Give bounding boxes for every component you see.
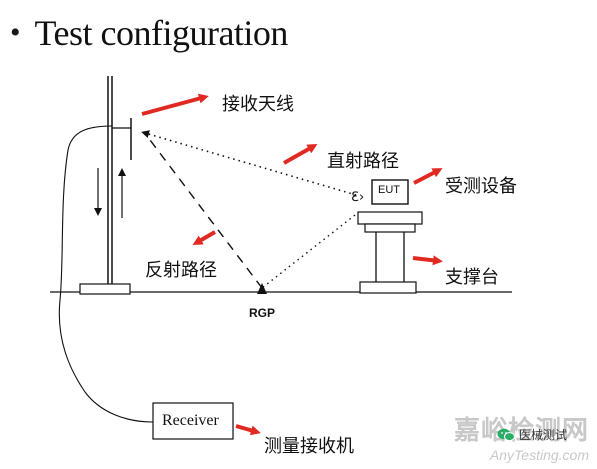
red-arrow-icon-receiver [235,424,261,436]
eut-box [371,179,409,205]
label-rgp: RGP [249,306,276,320]
red-arrow-icon-antenna [141,93,209,116]
wechat-icon [497,428,515,441]
watermark-cn: 嘉峪检测网 [453,416,589,446]
antenna-cable [58,125,154,423]
support-table [357,211,423,294]
rgp-marker-icon [257,283,267,294]
title-row: • Test configuration [10,8,288,58]
label-reflect-path: 反射路径 [145,260,217,281]
receive-antenna [112,118,132,160]
label-eut-device: 受测设备 [445,176,517,197]
page-title: Test configuration [34,13,289,53]
wechat-label: 医械测试 [519,428,568,442]
radiation-symbol-icon: ℇ› [351,190,364,205]
label-receiver: Receiver [162,412,219,429]
antenna-mast [79,76,131,295]
label-measure-receiver: 测量接收机 [264,436,354,457]
label-receive-antenna: 接收天线 [222,94,294,115]
red-arrow-icon-reflect [192,230,217,246]
reflect-path-incident [261,214,356,289]
label-eut-box: EUT [378,184,400,196]
red-arrow-icon-direct [283,144,318,165]
label-support-table: 支撑台 [445,267,499,288]
receiver-box [152,402,234,440]
watermark-en: AnyTesting.com [489,447,589,463]
bullet-icon: • [10,16,21,49]
label-direct-path: 直射路径 [327,151,399,172]
wechat-badge: 医械测试 [497,426,567,443]
red-arrow-icon-table [412,255,443,266]
direct-path-line [141,130,357,196]
red-arrow-icon-eut [413,168,443,185]
watermark: 嘉峪检测网 AnyTesting.com [454,410,589,463]
